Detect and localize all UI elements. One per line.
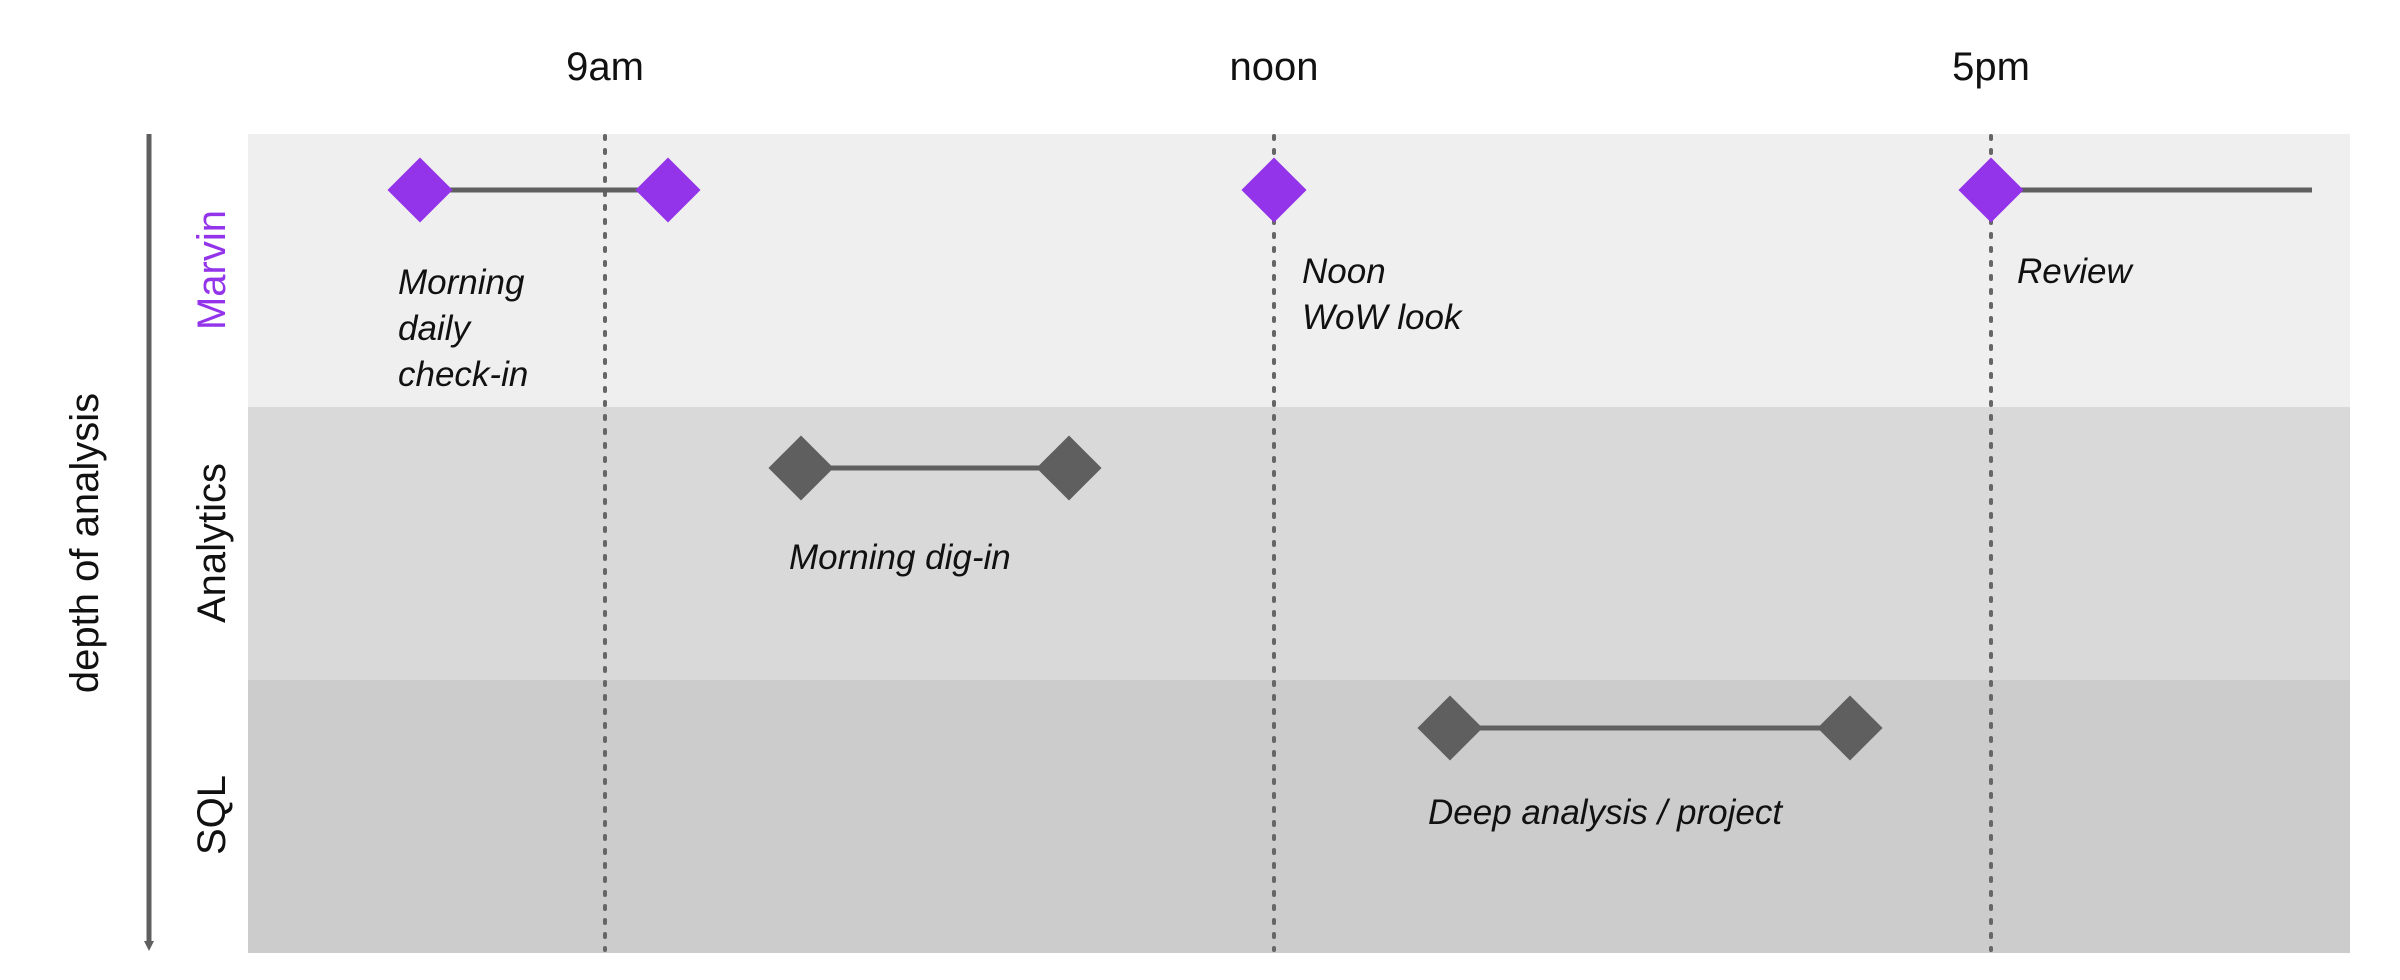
activity-label-review: Review (2017, 252, 2134, 291)
depth-axis-label: depth of analysis (63, 393, 107, 693)
activity-diamond-noon-wow-look (1241, 157, 1307, 223)
activity-end-diamond-deep-analysis (1817, 695, 1883, 761)
lane-band-sql (248, 680, 2350, 953)
time-label-9am: 9am (566, 45, 644, 89)
activity-label-line: Noon (1302, 252, 1386, 291)
activity-label-line: check-in (398, 355, 528, 394)
time-label-5pm: 5pm (1952, 45, 2030, 89)
lane-label-sql: SQL (190, 775, 234, 855)
activity-label-morning-dig-in: Morning dig-in (789, 538, 1011, 577)
activity-diamond-review (1958, 157, 2024, 223)
activity-label-noon-wow-look: Noon WoW look (1302, 252, 1463, 337)
activity-label-line: daily (398, 309, 472, 348)
activity-start-diamond-morning-dig-in (768, 435, 834, 501)
activity-end-diamond-morning-dig-in (1036, 435, 1102, 501)
activity-start-diamond-deep-analysis (1417, 695, 1483, 761)
lane-label-analytics: Analytics (190, 463, 234, 623)
activity-label-line: WoW look (1302, 298, 1463, 337)
time-label-noon: noon (1230, 45, 1319, 89)
lane-label-marvin: Marvin (190, 210, 234, 330)
activity-label-morning-daily-check-in: Morning daily check-in (398, 263, 534, 394)
activity-label-deep-analysis: Deep analysis / project (1428, 793, 1783, 832)
activity-label-line: Morning (398, 263, 525, 302)
lane-band-analytics (248, 407, 2350, 680)
activity-end-diamond-morning-daily-check-in (635, 157, 701, 223)
